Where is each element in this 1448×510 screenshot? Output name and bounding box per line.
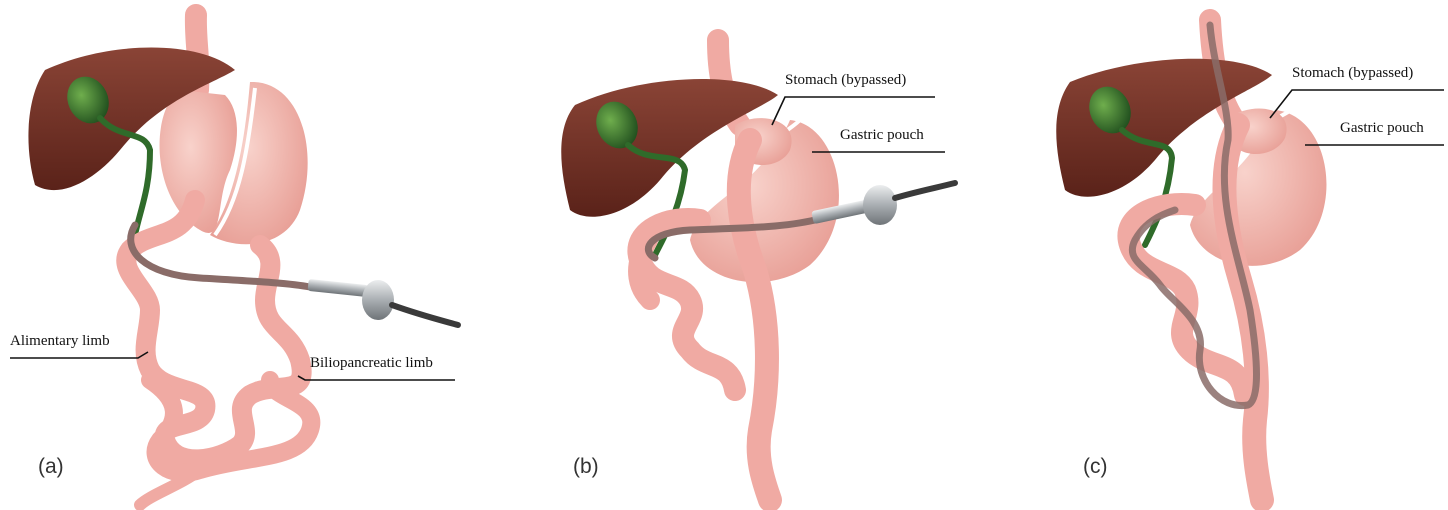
panel-letter-b: (b)	[573, 455, 599, 478]
label-stomach-bypassed: Stomach (bypassed)	[785, 72, 906, 88]
panel-b: Stomach (bypassed) Gastric pouch (b)	[561, 40, 955, 500]
label-biliopancreatic-limb: Biliopancreatic limb	[310, 355, 433, 371]
leader-stomach-bypassed	[1270, 90, 1444, 118]
leader-biliopancreatic-limb	[298, 376, 455, 380]
panel-letter-c: (c)	[1083, 455, 1108, 478]
small-bowel	[126, 200, 301, 459]
endoscope-connector	[863, 185, 897, 225]
endoscope-connector	[362, 280, 394, 320]
endoscope-cable	[895, 183, 955, 198]
panel-c: Stomach (bypassed) Gastric pouch (c)	[1056, 20, 1444, 500]
endoscope-head	[308, 279, 369, 297]
label-stomach-bypassed: Stomach (bypassed)	[1292, 65, 1413, 81]
panel-letter-a: (a)	[38, 455, 64, 478]
leader-alimentary-limb	[10, 352, 148, 358]
panel-a: Alimentary limb Biliopancreatic limb (a)	[10, 15, 458, 505]
label-gastric-pouch: Gastric pouch	[840, 127, 924, 143]
endoscope-cable	[392, 305, 458, 325]
label-gastric-pouch: Gastric pouch	[1340, 120, 1424, 136]
label-alimentary-limb: Alimentary limb	[10, 333, 110, 349]
